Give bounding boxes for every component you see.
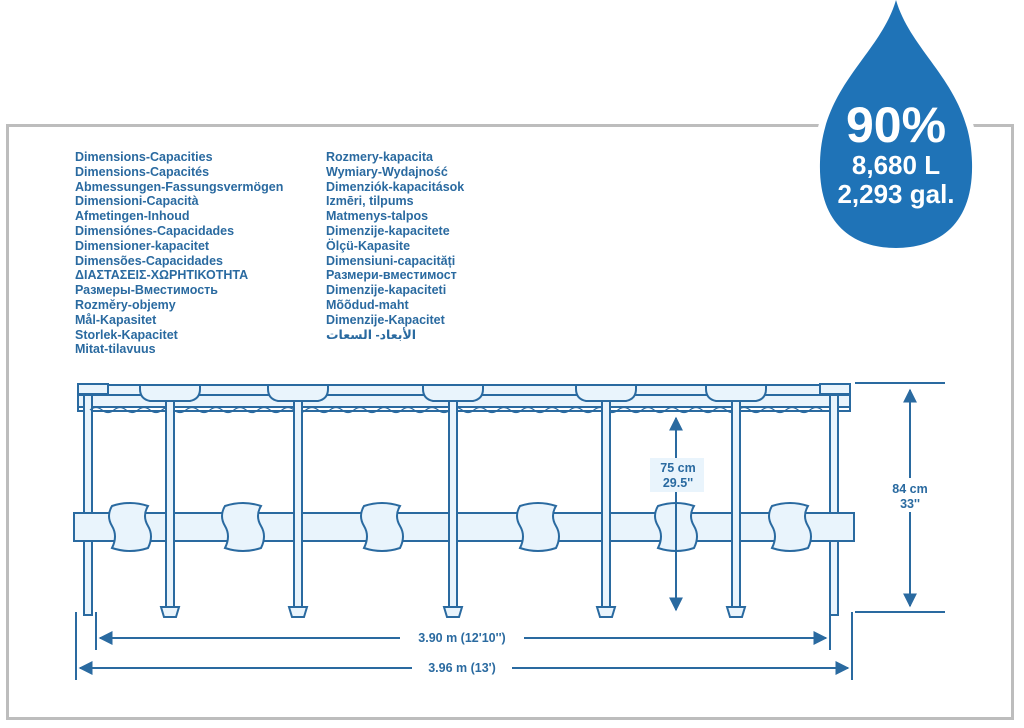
label-item: ΔΙΑΣΤΑΣΕΙΣ-ΧΩΡΗΤΙΚΟΤΗΤΑ xyxy=(75,268,249,283)
top-connector xyxy=(267,384,329,402)
label-item: Dimensioni-Capacità xyxy=(75,194,199,209)
label-item: Matmenys-talpos xyxy=(326,209,429,224)
label-item: Afmetingen-Inhoud xyxy=(75,209,190,224)
top-connector xyxy=(422,384,484,402)
pool-leg xyxy=(731,396,741,608)
wall-height-in: 33'' xyxy=(900,497,920,511)
label-item: Dimenziók-kapacitások xyxy=(326,179,465,194)
pool-leg-foot xyxy=(159,606,181,618)
diagram-frame xyxy=(6,124,1014,720)
pool-leg-foot xyxy=(442,606,464,618)
outer-width-label-bg xyxy=(412,658,512,676)
label-item: Mõõdud-maht xyxy=(326,297,409,312)
water-height-cm: 75 cm xyxy=(660,461,695,475)
top-connector xyxy=(575,384,637,402)
label-item: Размери-вместимост xyxy=(326,268,457,283)
inner-width-label: 3.90 m (12'10'') xyxy=(418,631,505,645)
label-list-left: Dimensions-Capacities Dimensions-Capacit… xyxy=(75,150,283,357)
label-item: Mål-Kapasitet xyxy=(75,312,157,327)
label-item: Rozmery-kapacita xyxy=(326,150,433,164)
wall-band xyxy=(360,502,404,552)
top-connector xyxy=(705,384,767,402)
pool-leg xyxy=(293,396,303,608)
connectors-group xyxy=(77,383,851,402)
top-connector xyxy=(77,383,109,395)
water-height-in: 29.5'' xyxy=(663,476,693,490)
wall-band xyxy=(516,502,560,552)
pool-leg-foot xyxy=(725,606,747,618)
wall-band xyxy=(221,502,265,552)
label-item: Dimenzije-kapaciteti xyxy=(326,283,447,298)
pool-leg xyxy=(165,396,175,608)
water-height-label-bg xyxy=(650,458,704,492)
label-item: Wymiary-Wydajność xyxy=(326,164,448,179)
pool-leg-foot xyxy=(595,606,617,618)
label-item: Dimenzije-Kapacitet xyxy=(326,312,445,327)
label-item: Dimensões-Capacidades xyxy=(75,253,223,268)
label-item: Размеры-Вместимость xyxy=(75,283,218,298)
label-item: Abmessungen-Fassungsvermögen xyxy=(75,179,284,194)
label-item: Dimensioner-kapacitet xyxy=(75,238,210,253)
label-item: Rozměry-objemy xyxy=(75,297,176,312)
label-item: Mitat-tilavuus xyxy=(75,342,156,357)
label-list-right: Rozmery-kapacita Wymiary-Wydajność Dimen… xyxy=(326,150,464,342)
pool-leg-foot xyxy=(287,606,309,618)
outer-width-label: 3.96 m (13') xyxy=(428,661,496,675)
pool-leg xyxy=(601,396,611,608)
bands-group xyxy=(108,502,812,552)
label-item: الأبعاد- السعات xyxy=(326,327,417,342)
wall-band xyxy=(108,502,152,552)
wall-height-cm: 84 cm xyxy=(892,482,927,496)
top-connector xyxy=(819,383,851,395)
label-item: Dimenzije-kapacitete xyxy=(326,223,450,238)
top-connector xyxy=(139,384,201,402)
inner-width-label-bg xyxy=(400,628,524,646)
label-item: Ölçü-Kapasite xyxy=(326,238,411,253)
wall-height-label-bg xyxy=(885,478,935,512)
label-item: Izmēri, tilpums xyxy=(326,194,414,209)
wall-band xyxy=(768,502,812,552)
label-item: Dimensions-Capacities xyxy=(75,150,213,164)
label-item: Dimensions-Capacités xyxy=(75,164,210,179)
pool-leg xyxy=(448,396,458,608)
label-item: Dimensiuni-capacități xyxy=(326,253,456,268)
label-item: Storlek-Kapacitet xyxy=(75,327,178,342)
label-item: Dimensiónes-Capacidades xyxy=(75,223,235,238)
